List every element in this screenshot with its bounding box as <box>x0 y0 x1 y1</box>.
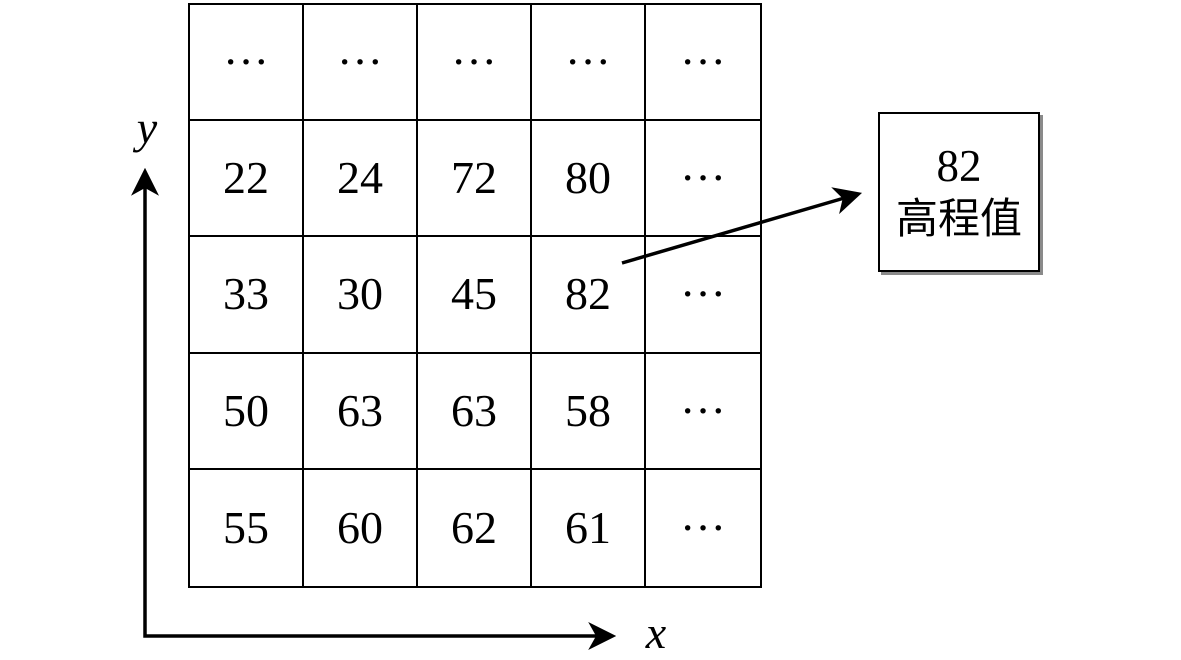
grid-cell: 50 <box>190 353 304 470</box>
grid-cell: 58 <box>532 353 646 470</box>
grid-cell: 62 <box>418 469 532 586</box>
grid-cell: 45 <box>418 237 532 354</box>
grid-cell: 22 <box>190 121 304 238</box>
grid-cell: 63 <box>418 353 532 470</box>
grid-cell: 55 <box>190 469 304 586</box>
grid-cell: ··· <box>646 5 760 122</box>
grid-cell: ··· <box>418 5 532 122</box>
grid-cell: 24 <box>304 121 418 238</box>
callout-label: 高程值 <box>895 196 1022 243</box>
dem-grid: ··· ··· ··· ··· ··· 22 24 72 80 ··· 33 3… <box>188 3 762 588</box>
grid-cell: 80 <box>532 121 646 238</box>
grid-cell: ··· <box>304 5 418 122</box>
grid-cell: ··· <box>646 121 760 238</box>
grid-cell: ··· <box>646 237 760 354</box>
grid-cell: 63 <box>304 353 418 470</box>
grid-cell: ··· <box>190 5 304 122</box>
grid-cell-highlighted: 82 <box>532 237 646 354</box>
callout-value: 82 <box>936 140 982 191</box>
grid-cell: 33 <box>190 237 304 354</box>
grid-cell: ··· <box>532 5 646 122</box>
y-axis-label: y <box>136 102 158 153</box>
x-axis-label: x <box>645 607 667 658</box>
grid-cell: ··· <box>646 354 760 470</box>
grid-cell: 72 <box>418 121 532 238</box>
elevation-callout-box: 82 高程值 <box>878 112 1040 272</box>
grid-cell: 60 <box>304 469 418 586</box>
grid-cell: 30 <box>304 237 418 354</box>
grid-cell: ··· <box>680 501 726 553</box>
grid-cell: 61 <box>532 469 646 586</box>
